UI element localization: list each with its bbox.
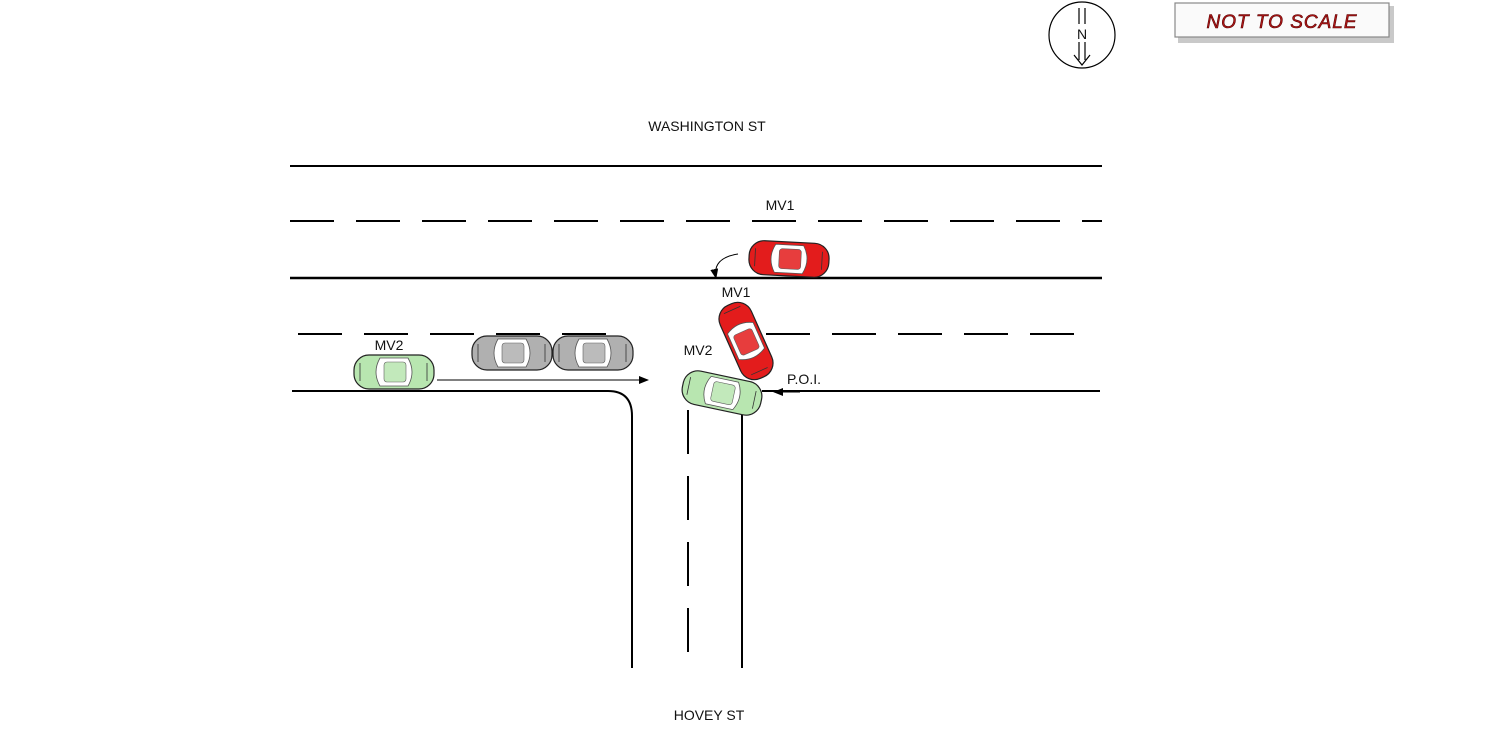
mv1-vehicle-impact bbox=[713, 296, 779, 386]
lane-markings bbox=[290, 220, 1102, 668]
not-to-scale-badge: NOT TO SCALE bbox=[1174, 2, 1394, 43]
street-name-hovey: HOVEY ST bbox=[674, 707, 745, 723]
label-mv2-initial: MV2 bbox=[375, 337, 404, 353]
mv1-vehicle-initial bbox=[747, 239, 831, 279]
road-edges bbox=[290, 165, 1102, 668]
label-mv2-impact: MV2 bbox=[684, 342, 713, 358]
mv2-vehicle-initial bbox=[353, 354, 435, 390]
street-name-washington: WASHINGTON ST bbox=[648, 118, 766, 134]
label-poi: P.O.I. bbox=[787, 371, 821, 387]
mv1-turn-arrow bbox=[710, 253, 739, 279]
queued-vehicle bbox=[552, 335, 634, 371]
compass-letter: N bbox=[1077, 26, 1087, 42]
label-mv1-initial: MV1 bbox=[766, 197, 795, 213]
queued-vehicle bbox=[471, 335, 553, 371]
label-mv1-impact: MV1 bbox=[722, 284, 751, 300]
north-compass-icon: N bbox=[1048, 1, 1116, 69]
not-to-scale-text: NOT TO SCALE bbox=[1206, 12, 1357, 33]
